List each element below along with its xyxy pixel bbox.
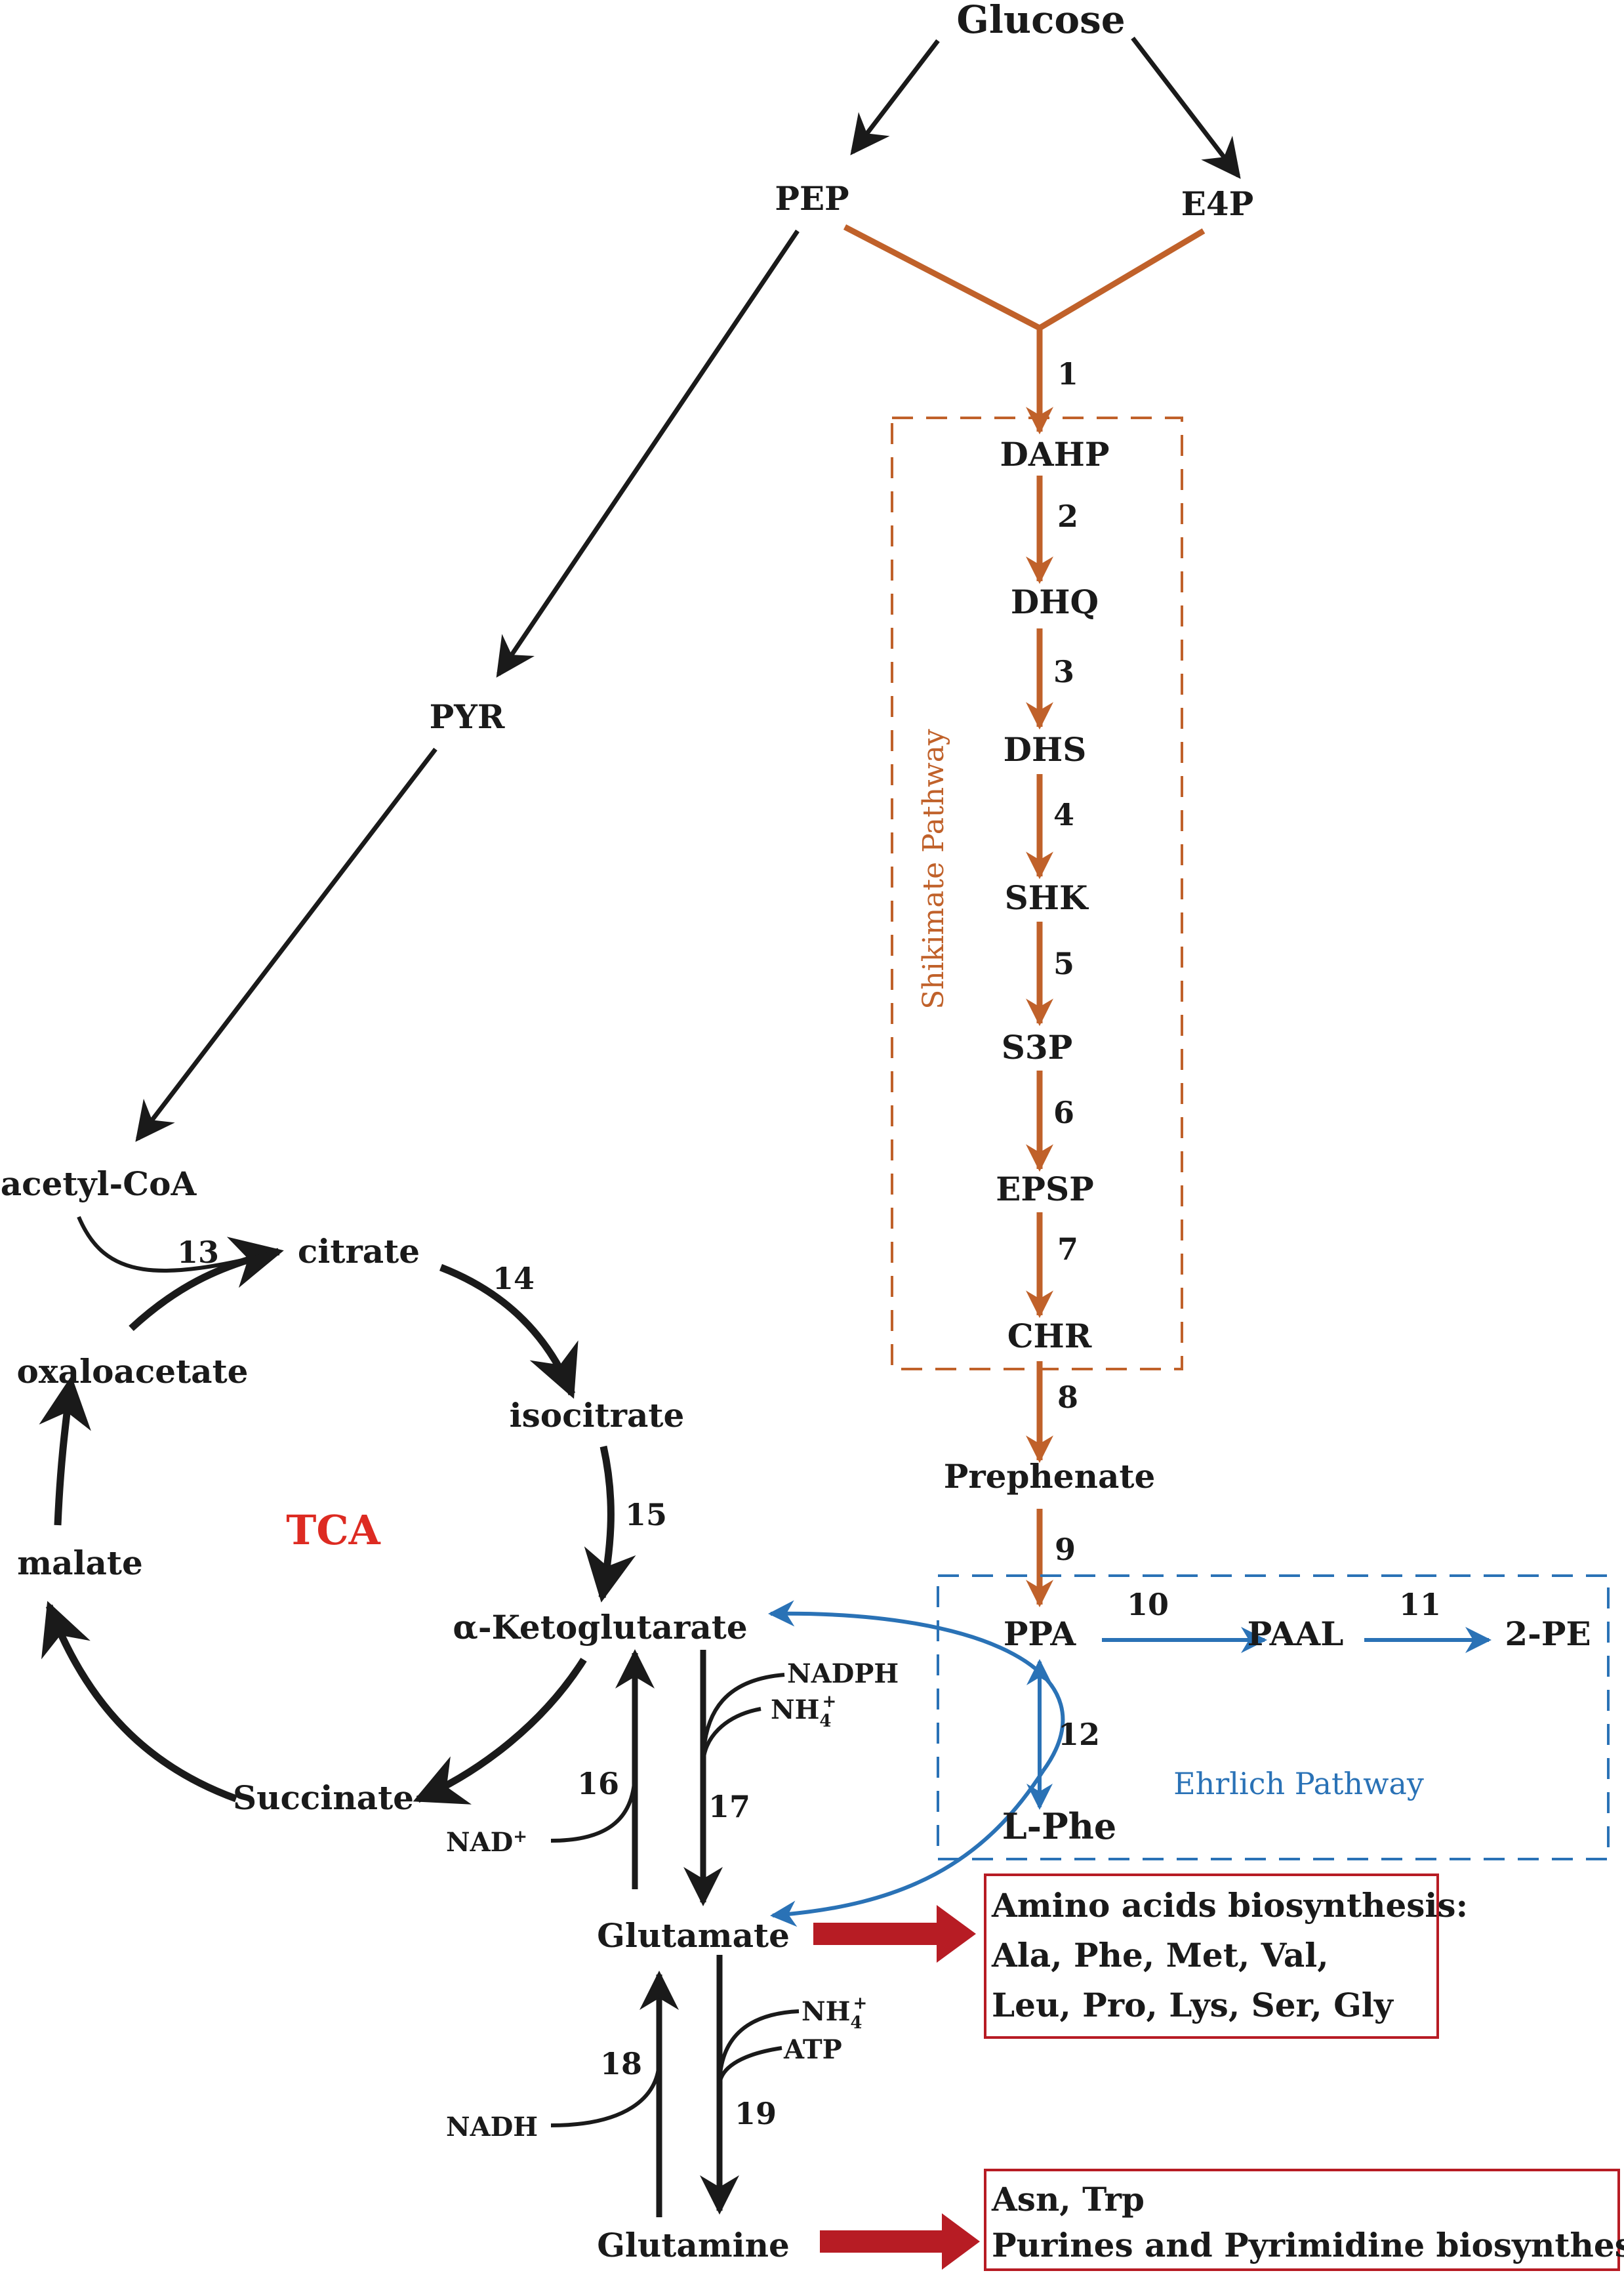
step-5: 5 [1053,946,1074,981]
node-e4p: E4P [1181,184,1254,223]
line-e4p-merge [1038,228,1206,331]
step-3: 3 [1053,654,1074,689]
node-dhs: DHS [1004,730,1087,769]
step-1: 1 [1057,356,1078,392]
cofactor-nh4-a: NH4+ [771,1692,836,1731]
tca-label: TCA [286,1506,380,1554]
tca-arrows [39,1237,636,1805]
step-15: 15 [625,1497,667,1532]
arrow-blue-to-akg [768,1600,1065,1772]
curve-atp [718,2046,782,2087]
node-oxaloacetate: oxaloacetate [17,1352,249,1391]
curve-nadh [550,2059,661,2127]
purines-text: Asn, Trp Purines and Pyrimidine biosynth… [991,2180,1624,2264]
curve-nad-plus [550,1771,637,1843]
step-4: 4 [1053,797,1074,832]
arrow-akg-succinate [413,1658,587,1805]
node-s3p: S3P [1002,1028,1073,1067]
amino-acids-box [984,1874,1439,2039]
node-lphe: L-Phe [1002,1805,1117,1847]
amino-line-3: Leu, Pro, Lys, Ser, Gly [992,1986,1394,2024]
step-6: 6 [1053,1095,1074,1130]
cofactor-nh4-b: NH4+ [802,1994,867,2033]
step-17: 17 [708,1789,750,1824]
cofactor-nad-plus: NAD+ [446,1827,527,1858]
node-isocitrate: isocitrate [510,1396,685,1435]
arrow-acetylcoa-citrate [77,1216,279,1273]
node-akg: α-Ketoglutarate [453,1608,747,1647]
node-pyr: PYR [430,697,505,736]
ehrlich-arrows [768,1600,1492,1927]
node-glucose: Glucose [956,0,1125,42]
shikimate-box [891,417,1183,1370]
node-epsp: EPSP [996,1170,1093,1208]
cofactor-nadph: NADPH [787,1658,899,1689]
step-14: 14 [493,1261,535,1296]
curve-nh4-b [718,2009,800,2087]
node-glutamate: Glutamate [597,1916,790,1955]
step-18: 18 [600,2046,642,2081]
step-11: 11 [1399,1587,1441,1622]
arrow-pyr-acetylcoa [135,747,437,1142]
node-labels: Glucose PEP E4P PYR DAHP DHQ DHS SHK S3P… [1,0,1591,2264]
purines-line-1: Asn, Trp [991,2180,1145,2219]
amino-line-1: Amino acids biosynthesis: [991,1886,1468,1925]
node-paal: PAAL [1248,1614,1344,1653]
arrow-step14 [439,1263,579,1399]
step-7: 7 [1057,1231,1078,1267]
node-dahp: DAHP [1000,435,1110,474]
step-8: 8 [1057,1380,1078,1415]
cofactor-labels: NADPH NH4+ NAD+ NH4+ ATP NADH [446,1658,899,2142]
line-pep-merge [843,224,1042,331]
arrow-blue-to-glutamate [770,1770,1045,1927]
red-arrow-glutamine [820,2213,980,2270]
shikimate-arrows [843,224,1206,1608]
step-2: 2 [1057,499,1078,534]
arrow-glucose-e4p [1131,36,1241,179]
node-prephenate: Prephenate [944,1457,1156,1496]
node-shk: SHK [1005,878,1089,917]
step-12: 12 [1058,1717,1100,1752]
node-ppa: PPA [1004,1614,1077,1653]
shikimate-pathway-label: Shikimate Pathway [917,729,950,1010]
arrow-malate-oxaloacetate [39,1376,91,1526]
node-chr: CHR [1007,1317,1092,1355]
node-acetyl-coa: acetyl-CoA [1,1164,197,1203]
red-arrow-glutamate [813,1905,976,1963]
arrow-step15 [584,1445,636,1603]
output-arrows [813,1905,980,2270]
step-13: 13 [177,1235,219,1270]
step-numbers: 1 2 3 4 5 6 7 8 9 10 11 12 13 14 15 16 1… [177,356,1441,2131]
arrow-glucose-pep [850,39,940,155]
node-citrate: citrate [298,1232,420,1271]
arrow-pep-pyr [496,230,800,678]
cofactor-atp: ATP [783,2034,842,2065]
step-16: 16 [577,1766,619,1801]
glycolysis-arrows [135,36,1241,1142]
step-19: 19 [735,2096,777,2131]
node-pep: PEP [775,179,849,218]
purines-box [984,2169,1620,2271]
node-succinate: Succinate [233,1778,414,1817]
node-malate: malate [17,1544,143,1582]
step-10: 10 [1127,1587,1169,1622]
curve-nadph [701,1673,785,1765]
ehrlich-pathway-label: Ehrlich Pathway [1173,1766,1424,1801]
purines-line-2: Purines and Pyrimidine biosynthesis [992,2226,1624,2264]
node-2pe: 2-PE [1505,1614,1591,1653]
amino-acids-text: Amino acids biosynthesis: Ala, Phe, Met,… [991,1886,1468,2024]
curve-nh4-a [701,1707,761,1765]
arrow-succinate-malate [41,1601,237,1803]
amino-line-2: Ala, Phe, Met, Val, [991,1936,1329,1975]
step-9: 9 [1055,1532,1076,1567]
node-dhq: DHQ [1011,583,1099,621]
cofactor-nadh: NADH [446,2112,538,2142]
cofactor-curves [550,1673,800,2127]
node-glutamine: Glutamine [597,2226,790,2264]
